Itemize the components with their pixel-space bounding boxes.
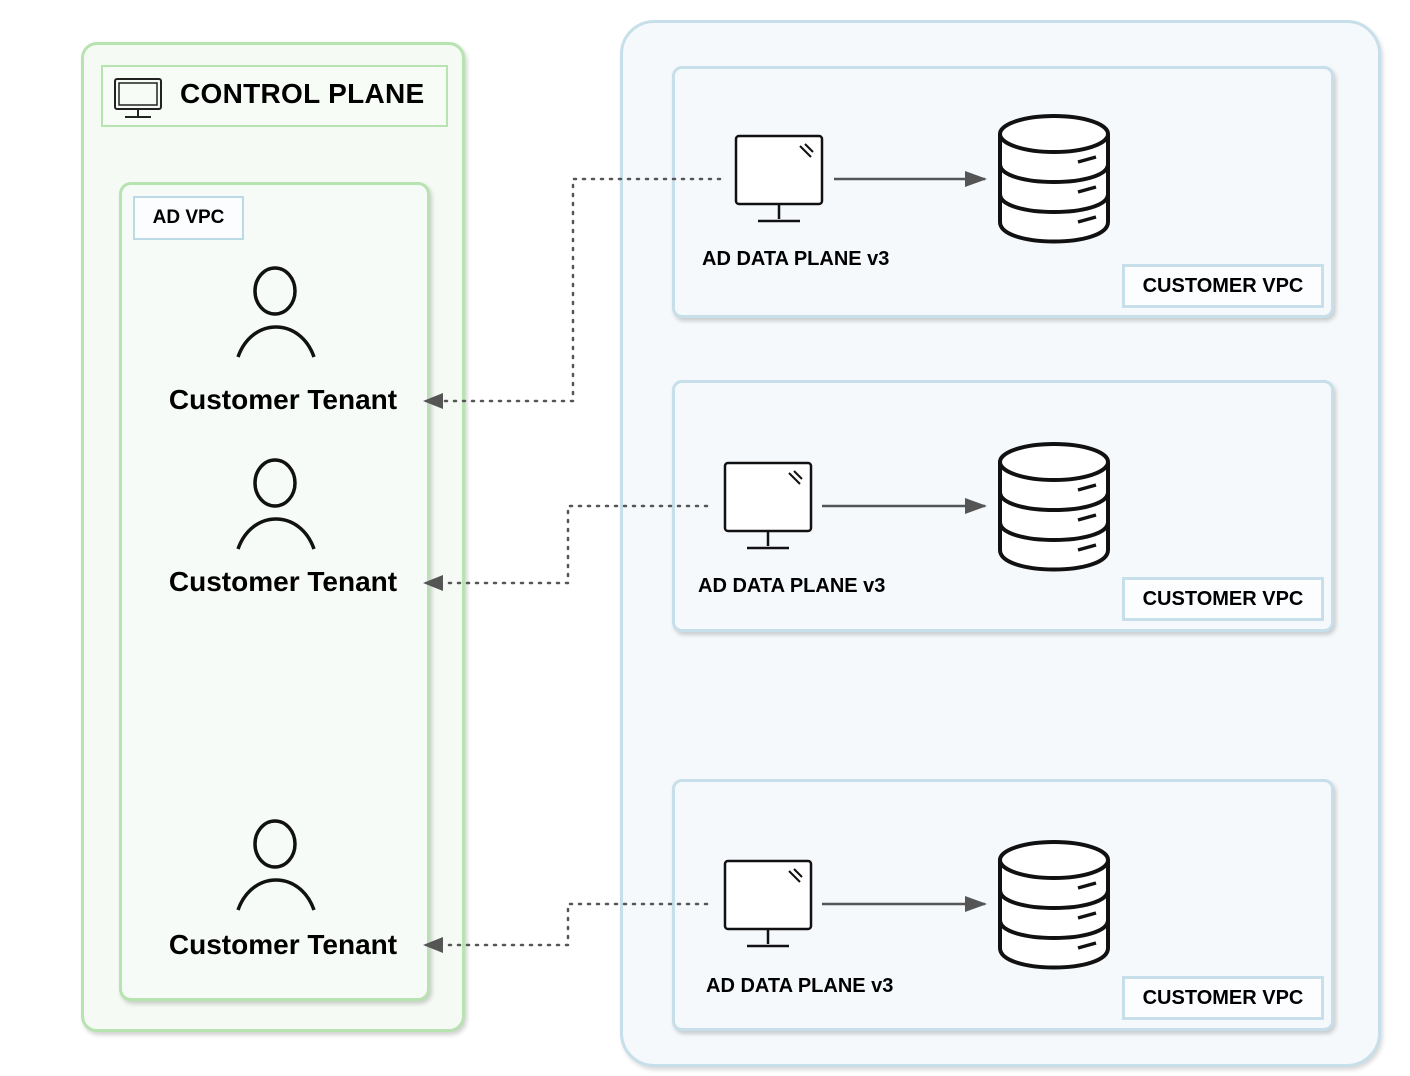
ad-vpc-label: AD VPC bbox=[133, 196, 244, 240]
database-icon bbox=[998, 442, 1110, 572]
tenant-label: Customer Tenant bbox=[168, 566, 398, 597]
control-plane-title: CONTROL PLANE bbox=[180, 78, 425, 109]
monitor-icon bbox=[114, 78, 162, 118]
tenant-label: Customer Tenant bbox=[168, 929, 398, 960]
person-icon bbox=[236, 266, 316, 358]
person-icon bbox=[236, 819, 316, 911]
data-plane-label: AD DATA PLANE v3 bbox=[702, 248, 890, 270]
database-icon bbox=[998, 114, 1110, 244]
ad-vpc-container bbox=[119, 182, 430, 1001]
customer-vpc-label: CUSTOMER VPC bbox=[1122, 577, 1324, 621]
database-icon bbox=[998, 840, 1110, 970]
control-plane-header bbox=[101, 65, 448, 127]
customer-vpc-label: CUSTOMER VPC bbox=[1122, 976, 1324, 1020]
data-plane-label: AD DATA PLANE v3 bbox=[706, 975, 894, 997]
tenant-label: Customer Tenant bbox=[168, 384, 398, 415]
person-icon bbox=[236, 458, 316, 550]
customer-vpc-label: CUSTOMER VPC bbox=[1122, 264, 1324, 308]
monitor-icon bbox=[723, 859, 813, 948]
monitor-icon bbox=[734, 134, 824, 223]
monitor-icon bbox=[723, 461, 813, 550]
data-plane-label: AD DATA PLANE v3 bbox=[698, 575, 886, 597]
